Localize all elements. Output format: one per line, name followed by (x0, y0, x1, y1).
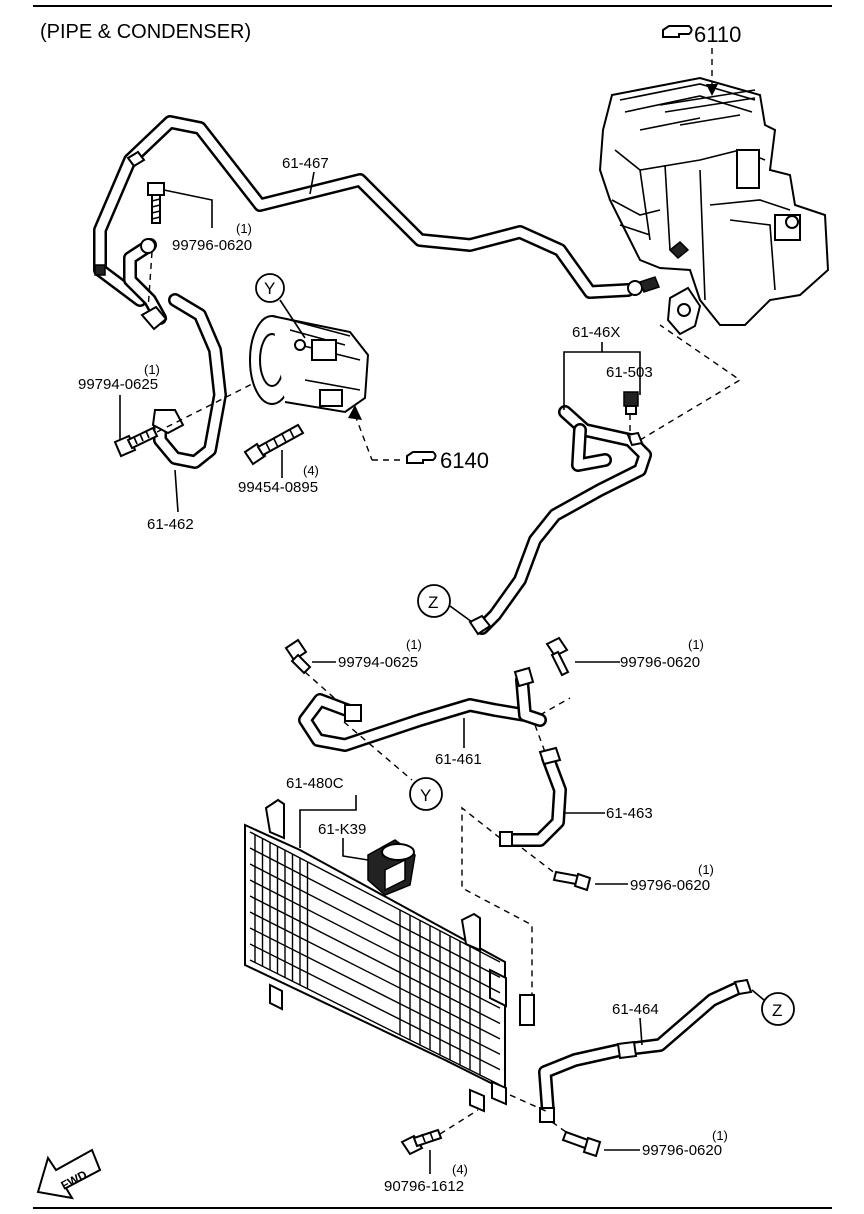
ref-6110-label: 6110 (694, 22, 741, 47)
condenser-fin-row (249, 879, 501, 1009)
label-61-462: 61-462 (147, 516, 194, 533)
label-61-461: 61-461 (435, 751, 482, 768)
condenser-61-480C (244, 798, 535, 1113)
ref-6140-label: 6140 (440, 448, 489, 473)
condenser-fin-row (249, 927, 501, 1055)
qty-99796-0620-c: (1) (698, 862, 714, 877)
callout-y-bottom (409, 777, 443, 811)
callout-y-top-label: Y (264, 279, 275, 298)
bolt-99796-0620-d (561, 1130, 602, 1158)
pipe-61-467 (93, 115, 660, 307)
fwd-arrow: FWD (36, 1148, 102, 1200)
ref-6110-pointer: 6110 (662, 22, 741, 96)
bolt-90796-1612 (400, 1128, 443, 1156)
condenser-fin-row (249, 943, 501, 1071)
pipe-61-464 (538, 978, 753, 1123)
compressor (249, 315, 370, 414)
bolt-99794-0625-b (284, 638, 312, 675)
diagram-title: (PIPE & CONDENSER) (40, 21, 251, 43)
condenser-fin-row (249, 847, 501, 978)
qty-99796-0620-a: (1) (236, 221, 252, 236)
qty-90796-1612: (4) (452, 1162, 468, 1177)
qty-99454-0895: (4) (303, 463, 319, 478)
qty-99794-0625-a: (1) (144, 362, 160, 377)
bolt-99796-0620-a (147, 182, 165, 224)
label-61-K39: 61-K39 (318, 821, 366, 838)
callout-y-top (255, 273, 285, 303)
condenser-fin-row (249, 911, 501, 1040)
qty-99796-0620-d: (1) (712, 1128, 728, 1143)
callout-z-top (417, 584, 451, 618)
qty-99794-0625-b: (1) (406, 637, 422, 652)
label-61-464: 61-464 (612, 1001, 659, 1018)
code-90796-1612: 90796-1612 (384, 1178, 464, 1195)
label-61-503: 61-503 (606, 364, 653, 381)
code-99796-0620-d: 99796-0620 (642, 1142, 722, 1159)
condenser-fin-row (249, 959, 501, 1086)
pipe-61-462 (151, 293, 227, 469)
callout-z-bottom (761, 992, 795, 1026)
hvac-unit (598, 76, 830, 336)
bolt-99796-0620-b (545, 636, 570, 677)
code-99794-0625-a: 99794-0625 (78, 376, 158, 393)
bolt-99794-0625-a (113, 426, 159, 458)
callout-z-top-label: Z (428, 593, 438, 612)
pipe-61-461 (298, 666, 547, 752)
label-61-463: 61-463 (606, 805, 653, 822)
label-61-46X: 61-46X (572, 324, 620, 341)
pressure-switch-61-503 (623, 391, 639, 415)
code-99796-0620-b: 99796-0620 (620, 654, 700, 671)
code-99796-0620-a: 99796-0620 (172, 237, 252, 254)
condenser-grid (249, 831, 501, 1086)
condenser-fin-row (249, 831, 501, 963)
bolt-99796-0620-c (552, 870, 592, 892)
label-61-480C: 61-480C (286, 775, 344, 792)
callout-y-bottom-label: Y (420, 786, 431, 805)
label-61-467: 61-467 (282, 155, 329, 172)
bolt-99454-0895 (243, 423, 305, 466)
code-99454-0895: 99454-0895 (238, 479, 318, 496)
pipe-61-46X (468, 405, 652, 636)
callout-z-bottom-label: Z (772, 1001, 782, 1020)
code-99796-0620-c: 99796-0620 (630, 877, 710, 894)
condenser-fin-row (249, 895, 501, 1025)
pipe-61-463 (499, 746, 567, 847)
qty-99796-0620-b: (1) (688, 637, 704, 652)
condenser-fin-row (249, 863, 501, 994)
receiver-drier-61-K39 (367, 839, 416, 896)
code-99794-0625-b: 99794-0625 (338, 654, 418, 671)
